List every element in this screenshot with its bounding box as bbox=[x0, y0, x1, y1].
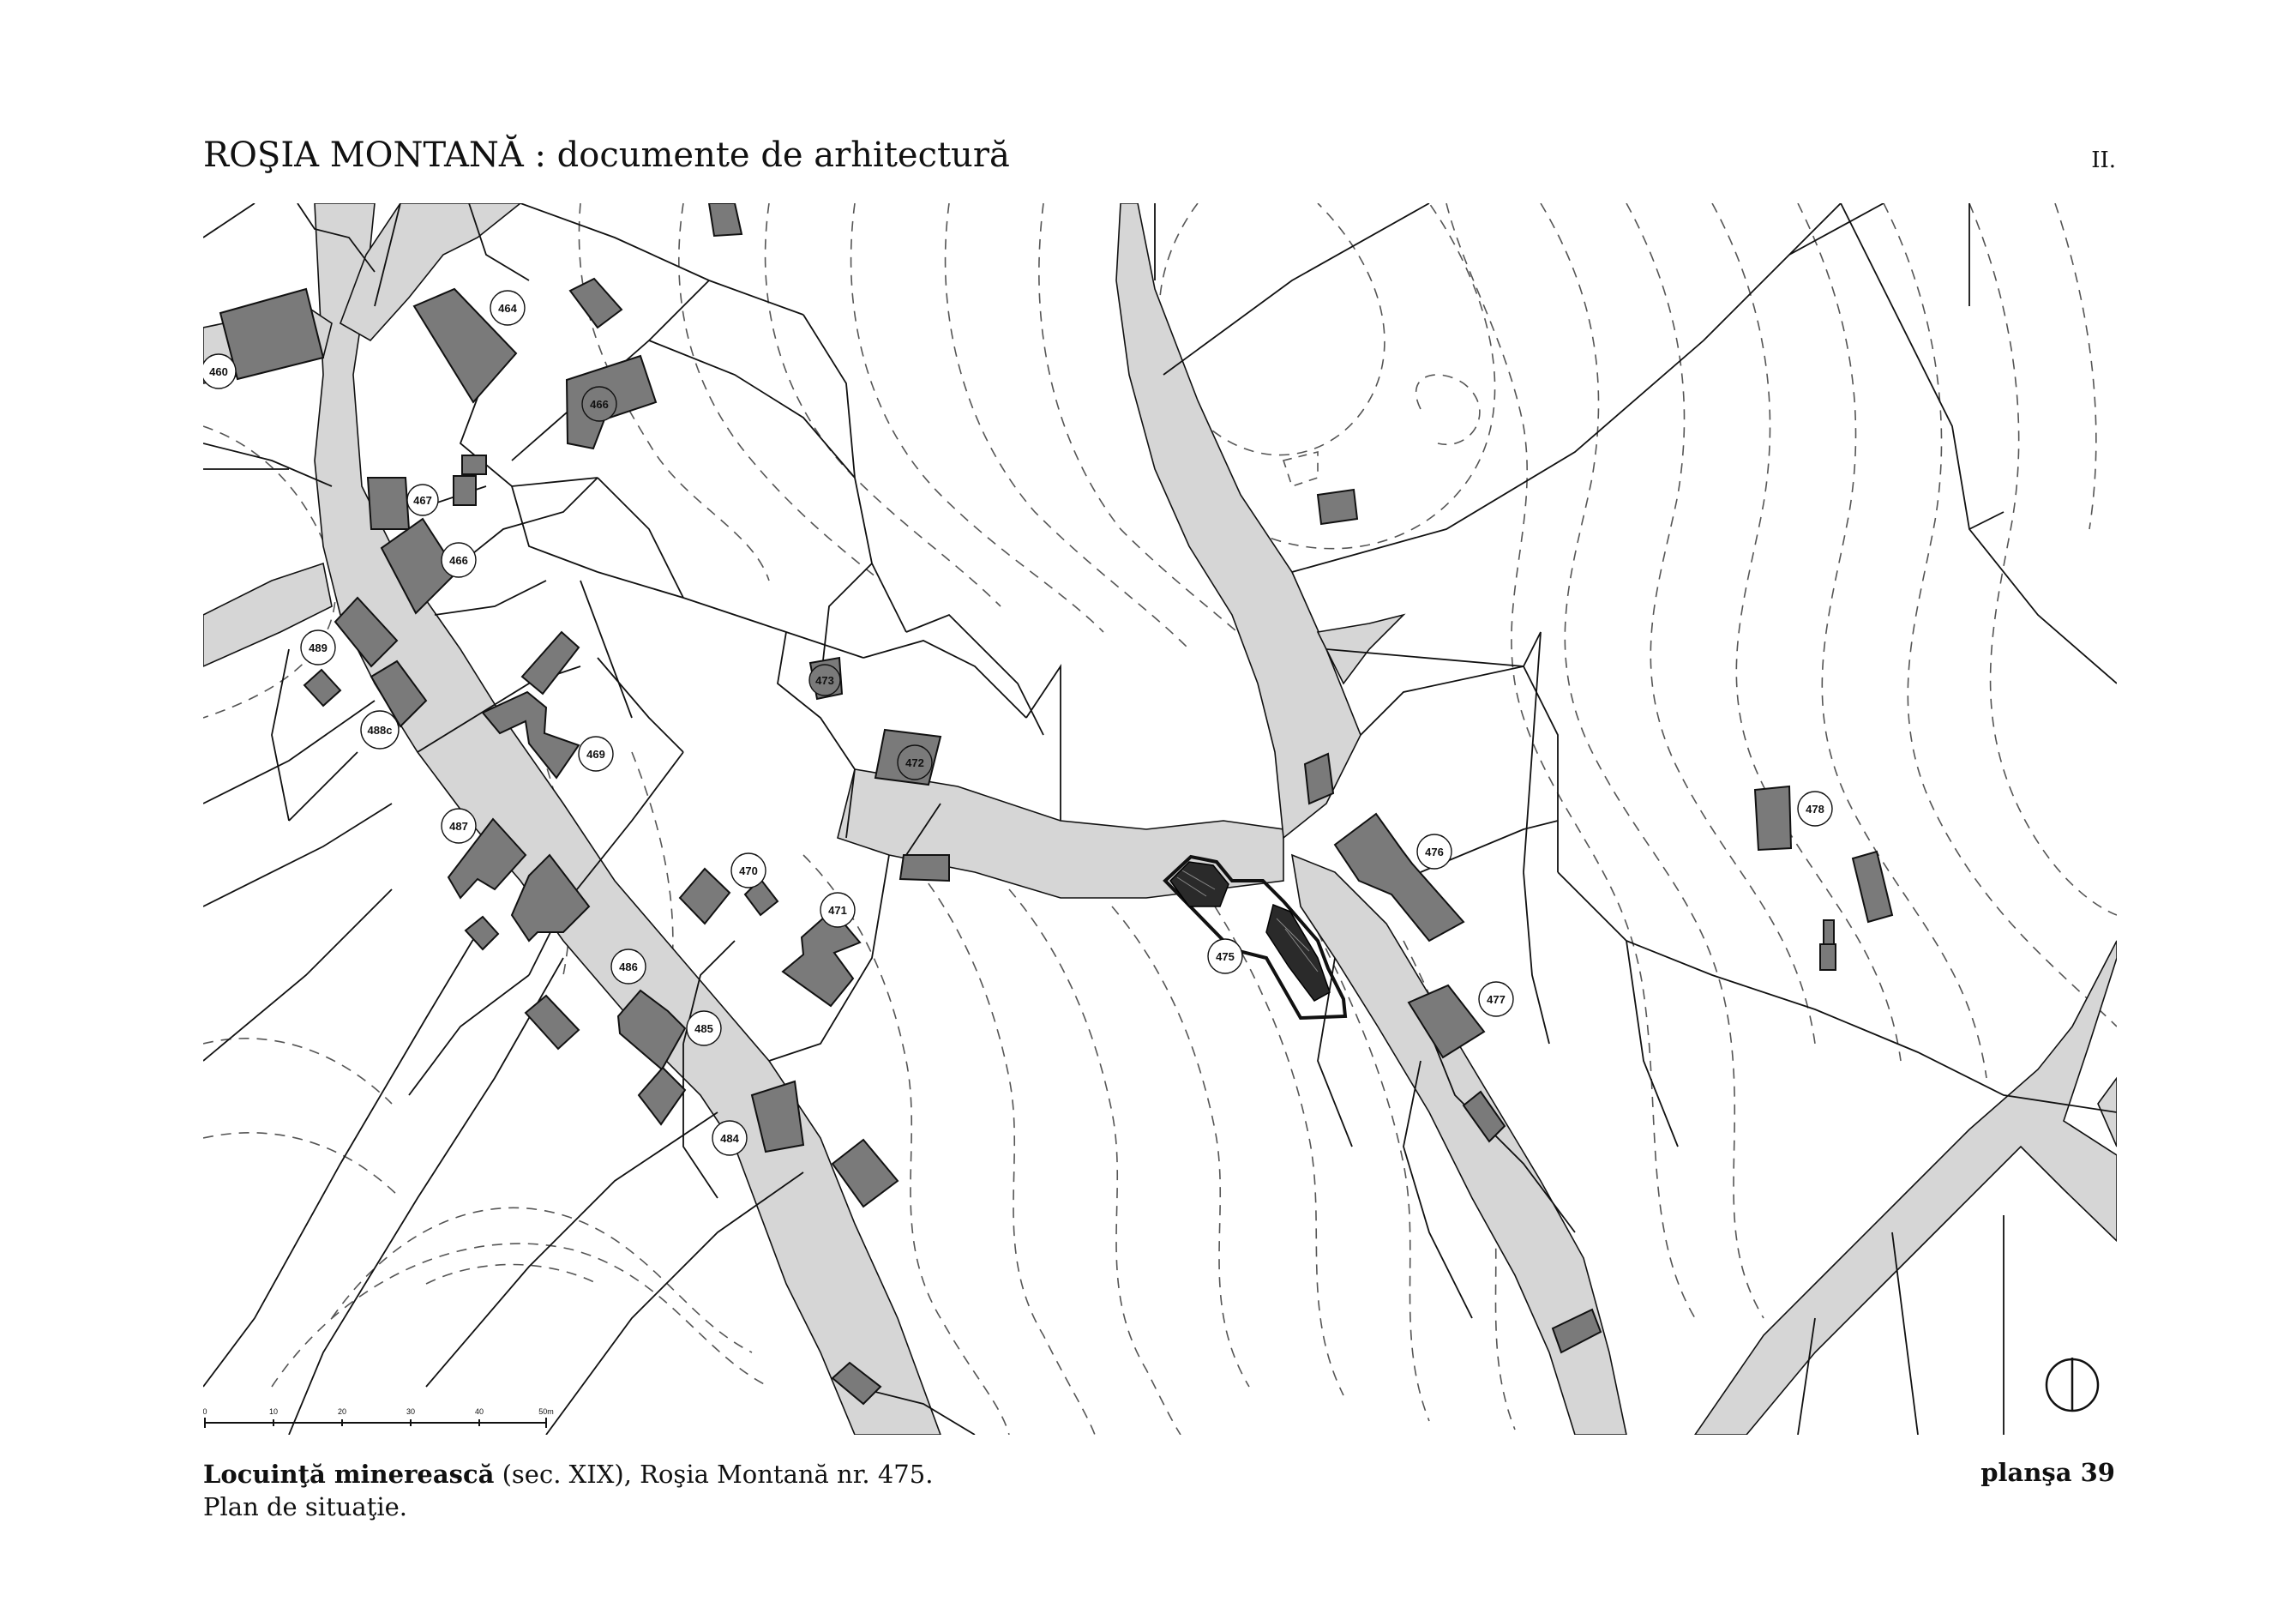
scale-tick-0: 0 bbox=[203, 1407, 207, 1416]
subject-building-475 bbox=[1163, 854, 1348, 1021]
caption-title: Locuinţă minerească (sec. XIX), Roşia Mo… bbox=[203, 1458, 933, 1491]
label-469: 469 bbox=[578, 736, 614, 772]
label-473: 473 bbox=[808, 664, 841, 696]
label-485: 485 bbox=[686, 1010, 722, 1046]
label-467a: 467 bbox=[406, 484, 439, 516]
volume-number: II. bbox=[2091, 148, 2116, 173]
label-489: 489 bbox=[300, 629, 336, 665]
label-466a: 466 bbox=[581, 386, 617, 422]
label-470: 470 bbox=[730, 852, 766, 888]
svg-text:472: 472 bbox=[905, 756, 924, 769]
svg-text:488c: 488c bbox=[368, 724, 393, 737]
scale-tick-30: 30 bbox=[406, 1407, 415, 1416]
label-475: 475 bbox=[1207, 938, 1243, 974]
svg-text:467: 467 bbox=[413, 494, 432, 507]
caption-title-bold: Locuinţă minerească bbox=[203, 1460, 495, 1489]
label-477: 477 bbox=[1478, 981, 1514, 1017]
svg-text:486: 486 bbox=[619, 961, 638, 973]
label-478: 478 bbox=[1797, 791, 1833, 827]
svg-text:466: 466 bbox=[449, 554, 468, 567]
svg-text:478: 478 bbox=[1806, 803, 1824, 816]
parcel-lines bbox=[203, 203, 2117, 1435]
plate-number: planşa 39 bbox=[1980, 1458, 2115, 1487]
caption-title-rest: (sec. XIX), Roşia Montană nr. 475. bbox=[494, 1460, 934, 1489]
scale-tick-40: 40 bbox=[475, 1407, 484, 1416]
svg-text:471: 471 bbox=[828, 904, 847, 917]
page-title: ROŞIA MONTANĂ : documente de arhitectură bbox=[203, 136, 1010, 175]
svg-text:469: 469 bbox=[586, 748, 605, 761]
north-arrow-icon bbox=[2045, 1358, 2100, 1412]
label-460: 460 bbox=[203, 353, 237, 389]
label-486: 486 bbox=[610, 949, 646, 985]
label-488c: 488c bbox=[360, 710, 400, 750]
svg-text:484: 484 bbox=[720, 1132, 739, 1145]
scale-tick-50m: 50m bbox=[538, 1407, 554, 1416]
label-464: 464 bbox=[490, 290, 526, 326]
svg-text:487: 487 bbox=[449, 820, 468, 833]
caption: Locuinţă minerească (sec. XIX), Roşia Mo… bbox=[203, 1458, 933, 1523]
svg-text:460: 460 bbox=[209, 365, 228, 378]
roads bbox=[203, 203, 2117, 1435]
caption-subtitle: Plan de situaţie. bbox=[203, 1492, 408, 1521]
parcel-labels: 464 466 460 467 466 489 488c 469 473 472… bbox=[203, 290, 1833, 1156]
svg-text:485: 485 bbox=[694, 1022, 713, 1035]
svg-text:464: 464 bbox=[498, 302, 517, 315]
label-487: 487 bbox=[441, 808, 477, 844]
label-472: 472 bbox=[897, 744, 933, 780]
title-place: ROŞIA MONTANĂ bbox=[203, 136, 524, 175]
svg-text:466: 466 bbox=[590, 398, 609, 411]
buildings bbox=[219, 203, 1894, 1406]
svg-text:489: 489 bbox=[309, 641, 328, 654]
svg-text:475: 475 bbox=[1216, 950, 1235, 963]
svg-text:473: 473 bbox=[815, 674, 834, 687]
svg-text:477: 477 bbox=[1487, 993, 1506, 1006]
label-471: 471 bbox=[820, 892, 856, 928]
scale-tick-10: 10 bbox=[269, 1407, 278, 1416]
scale-bar: 0 10 20 30 40 50m bbox=[203, 1407, 554, 1428]
site-plan-map: 464 466 460 467 466 489 488c 469 473 472… bbox=[203, 203, 2117, 1435]
label-466b: 466 bbox=[441, 542, 477, 578]
svg-text:476: 476 bbox=[1425, 846, 1444, 858]
svg-text:470: 470 bbox=[739, 864, 758, 877]
label-476: 476 bbox=[1416, 834, 1452, 870]
label-484: 484 bbox=[712, 1120, 748, 1156]
title-rest: : documente de arhitectură bbox=[523, 136, 1010, 175]
scale-tick-20: 20 bbox=[338, 1407, 346, 1416]
